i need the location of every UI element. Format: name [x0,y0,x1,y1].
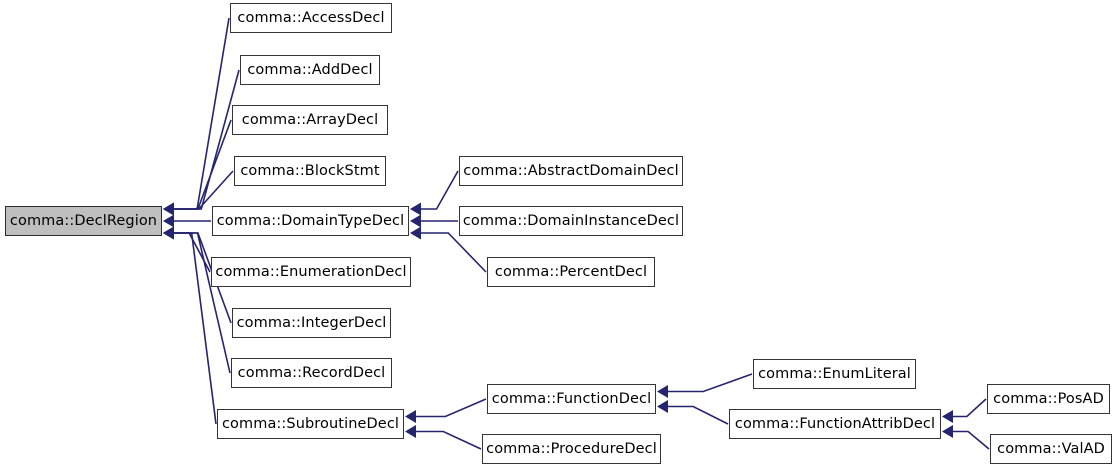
class-node-label: comma::DeclRegion [9,212,158,229]
edge-enumliteral-functiondecl [657,373,753,398]
edge-line [953,398,987,418]
edge-line [174,170,234,210]
arrowhead [657,400,668,413]
arrowhead [163,202,174,216]
class-node-subroutinedecl[interactable]: comma::SubroutineDecl [217,409,404,439]
arrowhead [163,226,174,240]
class-node-label: comma::AddDecl [247,61,373,78]
arrowhead [405,425,416,438]
class-node-percentdecl[interactable]: comma::PercentDecl [487,257,655,287]
edge-line [174,69,240,210]
class-node-declregion[interactable]: comma::DeclRegion [5,206,162,236]
class-node-proceduredecl[interactable]: comma::ProcedureDecl [482,434,661,464]
arrowhead [410,214,421,228]
arrowhead [410,226,421,240]
edge-enumerationdecl-declregion [163,226,211,273]
class-node-valad[interactable]: comma::ValAD [990,434,1112,464]
class-node-integerdecl[interactable]: comma::IntegerDecl [232,308,391,338]
class-node-label: comma::DomainTypeDecl [216,212,405,229]
edge-line [174,119,232,210]
arrowhead [163,202,174,216]
class-node-abstractdomaindecl[interactable]: comma::AbstractDomainDecl [459,156,683,186]
class-node-label: comma::ProcedureDecl [486,440,657,457]
class-node-label: comma::IntegerDecl [236,314,387,331]
edge-line [953,430,990,450]
edge-arraydecl-declregion [163,119,232,216]
class-node-domaintypedecl[interactable]: comma::DomainTypeDecl [212,206,409,236]
class-node-label: comma::SubroutineDecl [221,415,400,432]
edge-recorddecl-declregion [163,226,231,374]
arrowhead [163,226,174,240]
class-node-label: comma::PosAD [993,390,1104,407]
class-node-enumliteral[interactable]: comma::EnumLiteral [753,359,916,389]
edge-line [416,398,487,418]
class-node-enumerationdecl[interactable]: comma::EnumerationDecl [211,257,411,287]
arrowhead [405,410,416,423]
class-node-accessdecl[interactable]: comma::AccessDecl [230,3,392,33]
class-node-arraydecl[interactable]: comma::ArrayDecl [232,105,388,135]
class-node-label: comma::ArrayDecl [241,111,379,128]
edge-line [421,170,459,210]
edge-line [416,430,482,450]
edge-domaininstancedecl-domaintypedecl [410,214,458,228]
class-node-label: comma::ValAD [997,440,1105,457]
edge-line [174,232,217,425]
arrowhead [163,226,174,240]
edge-subroutinedecl-declregion [163,226,217,425]
edge-line [174,232,231,374]
edge-adddecl-declregion [163,69,240,216]
class-node-blockstmt[interactable]: comma::BlockStmt [234,156,386,186]
class-node-label: comma::AbstractDomainDecl [463,162,679,179]
arrowhead [163,202,174,216]
edge-proceduredecl-subroutinedecl [405,425,482,450]
arrowhead [163,202,174,216]
arrowhead [163,214,174,228]
class-node-functiondecl[interactable]: comma::FunctionDecl [487,384,656,414]
class-node-domaininstancedecl[interactable]: comma::DomainInstanceDecl [459,206,683,236]
arrowhead [657,385,668,398]
class-node-adddecl[interactable]: comma::AddDecl [240,55,380,85]
class-node-functionattribdecl[interactable]: comma::FunctionAttribDecl [729,409,941,439]
class-node-recorddecl[interactable]: comma::RecordDecl [231,358,392,388]
edge-posad-functionattribdecl [942,398,987,423]
edge-domaintypedecl-declregion [163,214,211,228]
class-node-label: comma::FunctionDecl [491,390,652,407]
class-node-label: comma::AccessDecl [237,9,385,26]
edge-line [421,232,487,273]
class-node-label: comma::BlockStmt [240,162,380,179]
class-node-label: comma::RecordDecl [237,364,386,381]
class-node-posad[interactable]: comma::PosAD [987,384,1110,414]
class-node-label: comma::PercentDecl [494,263,648,280]
edge-line [668,373,753,393]
class-node-label: comma::FunctionAttribDecl [734,415,936,432]
arrowhead [942,425,953,438]
class-node-label: comma::EnumerationDecl [215,263,407,280]
edge-functionattribdecl-functiondecl [657,400,729,425]
edge-functiondecl-subroutinedecl [405,398,487,423]
arrowhead [163,226,174,240]
arrowhead [410,202,421,216]
class-node-label: comma::EnumLiteral [758,365,911,382]
edge-valad-functionattribdecl [942,425,990,450]
edge-line [174,232,211,273]
edge-line [174,17,230,210]
edge-accessdecl-declregion [163,17,230,216]
class-node-label: comma::DomainInstanceDecl [462,212,680,229]
edge-abstractdomaindecl-domaintypedecl [410,170,459,216]
arrowhead [942,410,953,423]
edge-line [668,405,729,425]
